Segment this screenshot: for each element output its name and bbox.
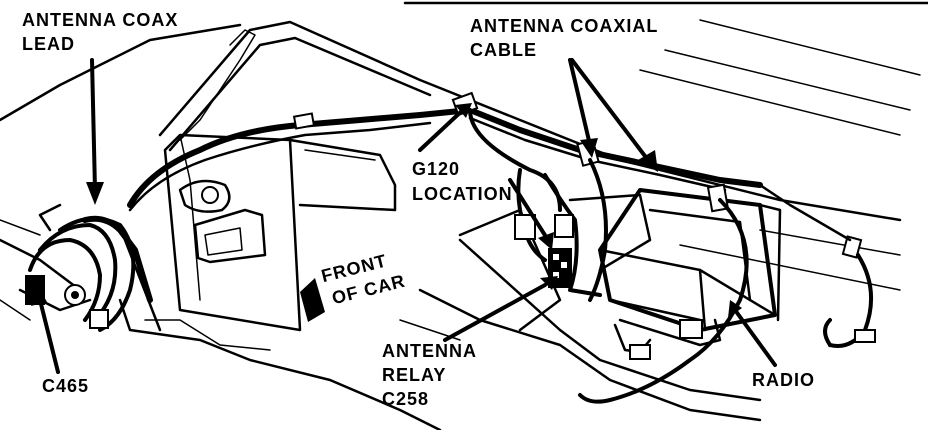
antenna-coaxial-cable (127, 91, 876, 404)
label-antenna-coaxial-cable: ANTENNA COAXIAL CABLE (470, 16, 664, 60)
front-of-car-arrow-icon (300, 278, 325, 322)
windshield-cowl (158, 19, 921, 291)
antenna-coax-lead-coil (0, 203, 153, 332)
label-c465: C465 (42, 376, 89, 396)
label-antenna-relay: ANTENNA RELAY C258 (382, 341, 482, 409)
antenna-relay-harness (468, 108, 602, 297)
radio-unit (598, 188, 782, 360)
label-g120-location: G120 LOCATION (412, 159, 513, 204)
dash-panel (163, 133, 397, 332)
callout-arrows (31, 58, 777, 374)
right-dash (399, 193, 762, 422)
label-front-of-car: FRONT OF CAR (319, 247, 407, 309)
label-radio: RADIO (752, 370, 815, 390)
label-antenna-coax-lead: ANTENNA COAX LEAD (22, 10, 184, 54)
